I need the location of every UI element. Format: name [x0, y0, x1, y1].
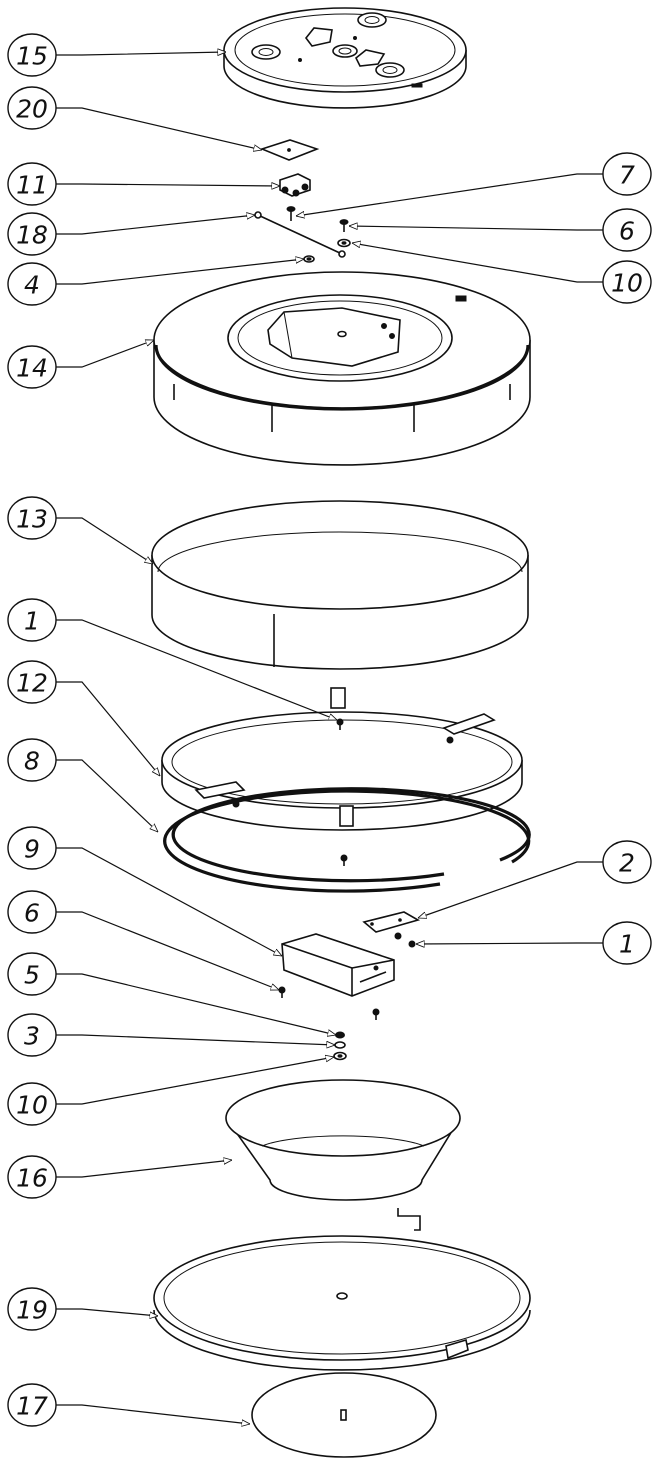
callout-bubbles: 15 20 11 18 4 14 13 1 12 8 9 6 5 3 10 16…	[7, 33, 652, 1427]
callout-17: 17	[7, 1383, 57, 1427]
callout-13: 13	[7, 496, 57, 540]
callout-3: 3	[7, 1013, 57, 1057]
callout-16: 16	[7, 1155, 57, 1199]
svg-text:8: 8	[24, 747, 40, 776]
callout-1-lower: 1	[602, 921, 652, 965]
svg-text:2: 2	[619, 849, 635, 878]
part-4-nut	[303, 255, 315, 263]
part-19-lens-ring	[153, 1208, 531, 1371]
callout-6-upper: 6	[602, 208, 652, 252]
callout-10-upper: 10	[602, 260, 652, 304]
svg-text:4: 4	[24, 271, 40, 300]
callout-15: 15	[7, 33, 57, 77]
svg-text:3: 3	[24, 1022, 40, 1051]
callout-8: 8	[7, 738, 57, 782]
svg-text:14: 14	[16, 354, 48, 383]
svg-text:11: 11	[16, 171, 48, 200]
part-8-gasket	[163, 787, 531, 893]
svg-text:6: 6	[619, 217, 635, 246]
callout-20: 20	[7, 86, 57, 130]
part-12-ring-frame	[161, 687, 523, 831]
svg-text:12: 12	[16, 669, 48, 698]
part-16-reflector	[225, 1079, 461, 1201]
svg-text:19: 19	[16, 1296, 48, 1325]
part-10-washer-lower	[333, 1051, 347, 1061]
svg-text:15: 15	[16, 42, 48, 71]
part-6-screw-upper	[339, 219, 349, 232]
svg-text:18: 18	[16, 221, 48, 250]
svg-text:13: 13	[16, 505, 48, 534]
part-1-screw-lower	[408, 940, 416, 948]
svg-text:10: 10	[611, 269, 643, 298]
part-14-housing	[153, 271, 531, 466]
callout-7: 7	[602, 152, 652, 196]
callout-1-upper: 1	[7, 598, 57, 642]
part-10-washer-upper	[337, 238, 351, 248]
callout-10-lower: 10	[7, 1082, 57, 1126]
svg-text:16: 16	[16, 1164, 48, 1193]
part-11-terminal-block	[279, 173, 311, 197]
callout-14: 14	[7, 345, 57, 389]
callout-5: 5	[7, 952, 57, 996]
callout-18: 18	[7, 212, 57, 256]
part-17-lens	[251, 1372, 437, 1458]
part-3-washer	[334, 1041, 346, 1049]
svg-text:7: 7	[619, 161, 635, 190]
callout-4: 4	[7, 262, 57, 306]
part-6-screw-lower	[278, 986, 286, 998]
callout-9: 9	[7, 826, 57, 870]
svg-text:17: 17	[16, 1392, 48, 1421]
svg-text:1: 1	[24, 607, 40, 636]
part-2-led-board	[362, 911, 421, 940]
callout-12: 12	[7, 660, 57, 704]
callout-19: 19	[7, 1287, 57, 1331]
callout-6-lower: 6	[7, 890, 57, 934]
part-20-label-plate	[259, 139, 320, 161]
callout-2: 2	[602, 840, 652, 884]
svg-text:20: 20	[16, 95, 48, 124]
svg-text:9: 9	[24, 835, 40, 864]
part-18-ground-wire	[254, 211, 346, 258]
svg-text:5: 5	[24, 961, 40, 990]
svg-text:1: 1	[619, 930, 635, 959]
callout-leaders	[56, 52, 603, 1424]
svg-text:10: 10	[16, 1091, 48, 1120]
part-13-diffuser-band	[151, 500, 529, 670]
svg-text:6: 6	[24, 899, 40, 928]
callout-11: 11	[7, 162, 57, 206]
part-7-screw	[286, 206, 296, 221]
part-9-driver	[281, 933, 395, 1020]
part-15-mounting-plate	[223, 7, 467, 109]
part-5-nut	[335, 1031, 345, 1039]
